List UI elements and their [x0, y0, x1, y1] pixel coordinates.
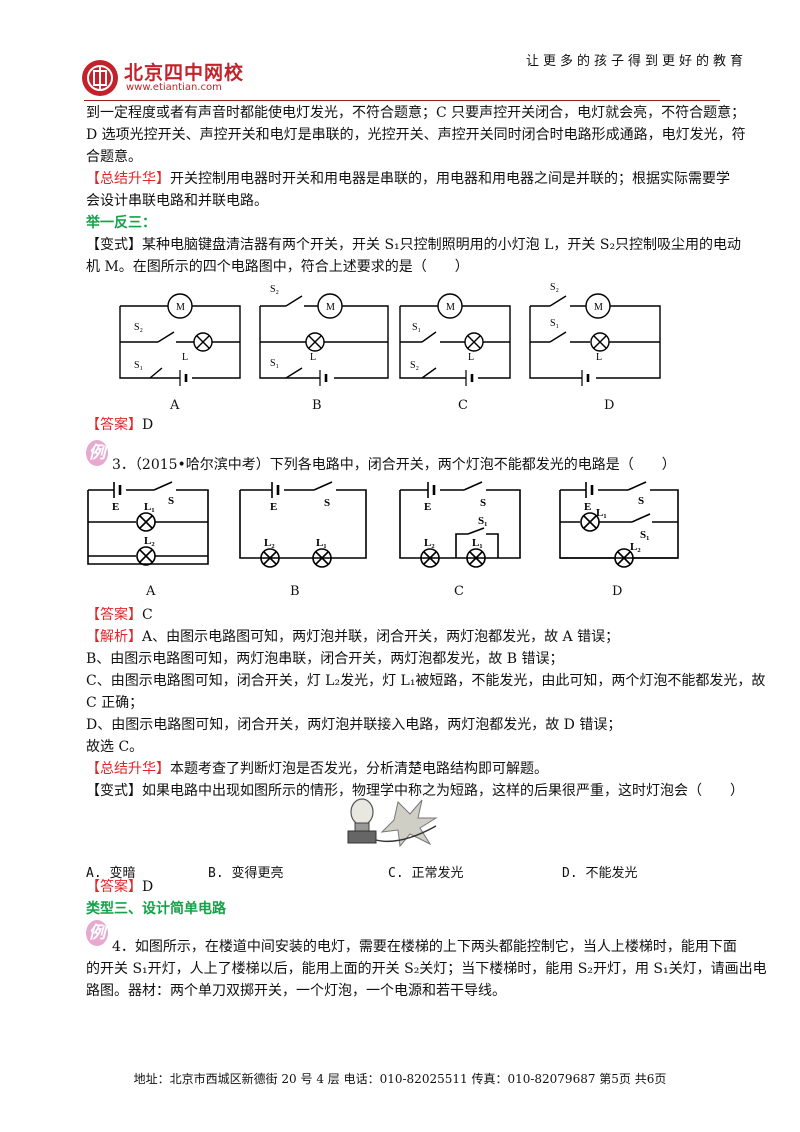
text-line: 合题意。 [86, 149, 142, 165]
answer-tag: 【答案】 [86, 607, 142, 623]
svg-text:L₁: L₁ [316, 537, 327, 549]
text-line: 的开关 S₁开灯，人上了楼梯以后，能用上面的开关 S₂关灯；当下楼梯时，能用 S… [86, 961, 767, 977]
svg-text:L₂: L₂ [144, 535, 155, 547]
svg-text:L₂: L₂ [264, 537, 275, 549]
svg-text:E: E [112, 501, 119, 513]
example-badge: 例 [86, 440, 108, 466]
option-label: C [458, 398, 468, 413]
svg-text:S: S [480, 497, 486, 509]
page-footer: 地址：北京市西城区新德街 20 号 4 层 电话：010-82025511 传真… [133, 1072, 667, 1086]
svg-text:L: L [182, 352, 188, 363]
answer-line: 【答案】C [86, 604, 153, 626]
section-heading: 举一反三： [86, 215, 156, 231]
short-circuit-illustration [347, 798, 438, 848]
answer-value: C [142, 607, 153, 623]
svg-text:M: M [176, 302, 185, 313]
svg-text:L₁: L₁ [144, 501, 155, 513]
text-line: 路图。器材：两个单刀双掷开关，一个灯泡，一个电源和若干导线。 [86, 983, 506, 999]
answer-tag: 【答案】 [86, 879, 142, 895]
choice-d: D. 不能发光 [562, 866, 638, 881]
svg-text:E: E [584, 501, 591, 513]
svg-text:S: S [638, 495, 644, 507]
option-label: A [146, 584, 156, 599]
summary-tag: 【总结升华】 [86, 171, 170, 187]
question-text: 3．（2015•哈尔滨中考）下列各电路中，闭合开关，两个灯泡不能都发光的电路是（… [112, 457, 676, 473]
summary-line: 【总结升华】开关控制用电器时开关和用电器是串联的，用电器和用电器之间是并联的；根… [86, 168, 730, 190]
option-label: B [290, 584, 300, 599]
circuit-figure-set-1: M S₂ L S₁ M S₂ L S₁ M S₁ L S₂ M S₂ S₁ L [119, 282, 661, 386]
option-label: B [312, 398, 322, 413]
answer-line: 【答案】D [86, 876, 153, 898]
svg-text:L₂: L₂ [424, 537, 435, 549]
analysis-line: 【解析】A、由图示电路图可知，两灯泡并联，闭合开关，两灯泡都发光，故 A 错误； [86, 626, 619, 648]
text-line: D、由图示电路图可知，闭合开关，两灯泡并联接入电路，两灯泡都发光，故 D 错误； [86, 717, 622, 733]
variant-line: 【变式】某种电脑键盘清洁器有两个开关，开关 S₁只控制照明用的小灯泡 L，开关 … [86, 234, 741, 256]
choice-b: B. 变得更亮 [208, 866, 284, 881]
variant-text: 某种电脑键盘清洁器有两个开关，开关 S₁只控制照明用的小灯泡 L，开关 S₂只控… [142, 237, 742, 253]
text-line: D 选项光控开关、声控开关和电灯是串联的，光控开关、声控开关同时闭合时电路形成通… [86, 127, 746, 143]
summary-line: 【总结升华】本题考查了判断灯泡是否发光，分析清楚电路结构即可解题。 [86, 758, 548, 780]
svg-text:L₁: L₁ [596, 507, 607, 519]
text-line: 故选 C。 [86, 739, 144, 755]
svg-text:L: L [468, 352, 474, 363]
logo-emblem-icon [82, 60, 118, 96]
option-label: D [612, 584, 623, 599]
example-badge: 例 [86, 920, 108, 946]
logo: 北京四中网校 www.etiantian.com [80, 56, 280, 100]
svg-text:E: E [270, 501, 277, 513]
text-line: B、由图示电路图可知，两灯泡串联，闭合开关，两灯泡都发光，故 B 错误； [86, 651, 564, 667]
answer-value: D [142, 879, 154, 895]
option-label: A [170, 398, 180, 413]
text-line: 4．如图所示，在楼道中间安装的电灯，需要在楼梯的上下两头都能控制它，当人上楼梯时… [112, 939, 737, 955]
svg-text:S₁: S₁ [412, 322, 421, 333]
svg-text:E: E [424, 501, 431, 513]
svg-text:M: M [326, 302, 335, 313]
svg-text:S₂: S₂ [410, 360, 419, 371]
answer-line: 【答案】D [86, 414, 153, 436]
variant-tag: 【变式】 [86, 783, 142, 799]
svg-text:M: M [446, 302, 455, 313]
logo-url: www.etiantian.com [126, 82, 222, 93]
section-heading: 类型三、设计简单电路 [86, 901, 226, 917]
svg-text:S₁: S₁ [134, 360, 143, 371]
logo-name: 北京四中网校 [124, 62, 245, 84]
text-line: 会设计串联电路和并联电路。 [86, 193, 268, 209]
text-line: 机 M。在图所示的四个电路图中，符合上述要求的是（ ） [86, 259, 469, 275]
text-line: 到一定程度或者有声音时都能使电灯发光，不符合题意；C 只要声控开关闭合，电灯就会… [86, 105, 746, 121]
variant-text: 如果电路中出现如图所示的情形，物理学中称之为短路，这样的后果很严重，这时灯泡会（… [142, 783, 744, 799]
svg-text:S₁: S₁ [550, 318, 559, 329]
option-label: C [454, 584, 464, 599]
svg-text:S₂: S₂ [134, 322, 143, 333]
summary-text: 本题考查了判断灯泡是否发光，分析清楚电路结构即可解题。 [170, 761, 548, 777]
svg-text:L₁: L₁ [472, 537, 483, 549]
summary-tag: 【总结升华】 [86, 761, 170, 777]
header-divider [84, 100, 720, 101]
svg-text:S₂: S₂ [270, 284, 279, 295]
svg-text:L: L [596, 352, 602, 363]
svg-text:L: L [310, 352, 316, 363]
svg-text:L₂: L₂ [630, 541, 641, 553]
variant-line: 【变式】如果电路中出现如图所示的情形，物理学中称之为短路，这样的后果很严重，这时… [86, 780, 744, 802]
svg-text:S₁: S₁ [478, 515, 487, 527]
header-tagline: 让更多的孩子得到更好的教育 [526, 54, 748, 69]
analysis-text: A、由图示电路图可知，两灯泡并联，闭合开关，两灯泡都发光，故 A 错误； [142, 629, 620, 645]
text-line: C、由图示电路图可知，闭合开关，灯 L₂发光，灯 L₁被短路，不能发光，由此可知… [86, 673, 766, 689]
svg-text:S: S [324, 497, 330, 509]
analysis-tag: 【解析】 [86, 629, 142, 645]
answer-value: D [142, 417, 154, 433]
text-line: C 正确； [86, 695, 144, 711]
svg-text:M: M [594, 302, 603, 313]
svg-text:S₂: S₂ [550, 282, 559, 293]
variant-tag: 【变式】 [86, 237, 142, 253]
answer-tag: 【答案】 [86, 417, 142, 433]
option-label: D [604, 398, 615, 413]
choice-a: A. 变暗 [86, 866, 136, 881]
summary-text: 开关控制用电器时开关和用电器是串联的，用电器和用电器之间是并联的；根据实际需要学 [170, 171, 730, 187]
svg-text:S₁: S₁ [270, 358, 279, 369]
svg-text:S: S [168, 495, 174, 507]
svg-text:S₁: S₁ [640, 529, 649, 541]
choice-c: C. 正常发光 [388, 866, 464, 881]
